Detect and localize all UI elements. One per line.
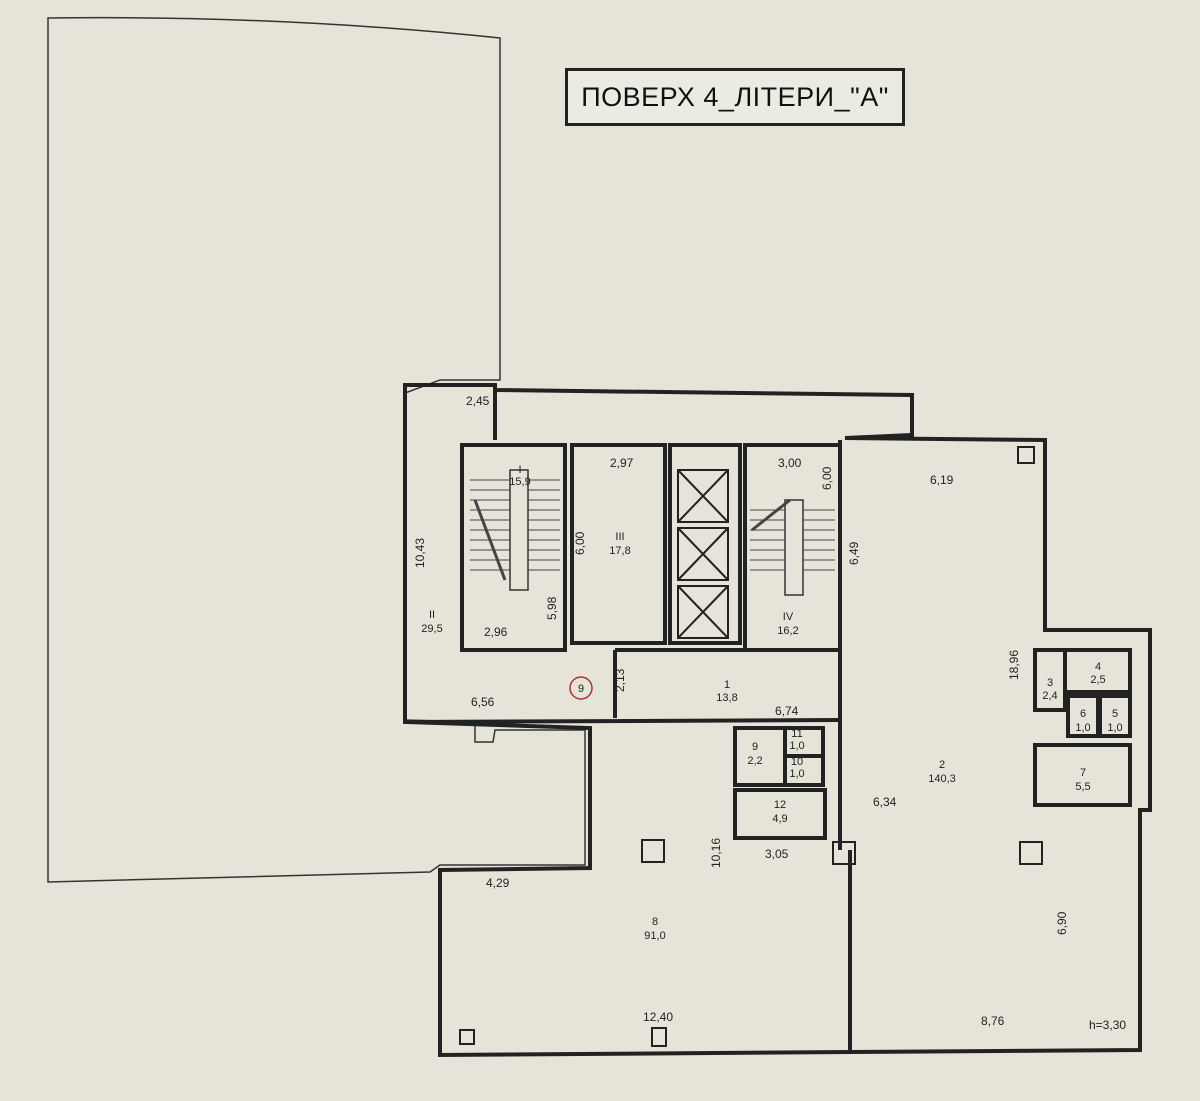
dimension: 10,43	[413, 538, 427, 568]
ceiling-height-label: h=3,30	[1089, 1018, 1126, 1032]
dimension: 2,45	[466, 394, 490, 408]
room-area: 4,9	[772, 813, 787, 825]
room-10	[783, 754, 825, 787]
stair-well	[784, 499, 804, 596]
room-id: 10	[791, 756, 803, 768]
room-id: 4	[1095, 661, 1101, 673]
dimension: 6,00	[820, 466, 834, 490]
room-id: 1	[724, 679, 730, 691]
room-III	[570, 443, 667, 645]
room-area: 29,5	[421, 623, 442, 635]
dimension: 5,98	[545, 596, 559, 620]
room-id: 6	[1080, 708, 1086, 720]
dimension: 2,97	[610, 456, 634, 470]
room-area: 17,8	[609, 545, 630, 557]
dimension: 6,00	[573, 531, 587, 555]
marker-label: 9	[578, 683, 584, 695]
room-area: 5,5	[1075, 781, 1090, 793]
floor-title: ПОВЕРХ 4_ЛІТЕРИ_"А"	[581, 81, 889, 112]
room-id: III	[615, 531, 624, 543]
dimension: 4,29	[486, 876, 510, 890]
marker-circle	[569, 676, 593, 700]
elevator-shaft	[668, 443, 742, 645]
room-id: 12	[774, 799, 786, 811]
columns	[459, 446, 1043, 1047]
dimension: 8,76	[981, 1014, 1005, 1028]
room-area: 140,3	[928, 773, 956, 785]
wall	[404, 718, 841, 724]
dimension: 6,90	[1055, 911, 1069, 935]
dimension: 2,96	[484, 625, 508, 639]
room-id: I	[518, 464, 521, 476]
room-area: 1,0	[789, 740, 804, 752]
dimension: 12,40	[643, 1010, 673, 1024]
stair-well	[509, 469, 529, 591]
room-id: 11	[791, 728, 802, 740]
room-area: 91,0	[644, 930, 665, 942]
exterior-walls	[403, 383, 1152, 1058]
room-id: 7	[1080, 767, 1086, 779]
room-area: 1,0	[1107, 722, 1122, 734]
dimension: 6,74	[775, 704, 799, 718]
room-area: 2,4	[1042, 690, 1057, 702]
room-id: 3	[1047, 677, 1053, 689]
room-id: 5	[1112, 708, 1118, 720]
room-id: II	[429, 609, 435, 621]
dimension: 6,49	[847, 541, 861, 565]
room-area: 13,8	[716, 692, 737, 704]
elevator-icon	[677, 469, 729, 639]
adjacent-building-outline	[47, 16, 586, 883]
dimension: 3,05	[765, 847, 789, 861]
dimension: 6,56	[471, 695, 495, 709]
floor-title-box: ПОВЕРХ 4_ЛІТЕРИ_"А"	[565, 68, 905, 126]
room-4	[1063, 648, 1132, 694]
room-area: 2,5	[1090, 674, 1105, 686]
dimension: 10,16	[709, 838, 723, 868]
room-labels: I 15,9 II 29,5 III 17,8 IV 16,2 1 13,8 2…	[421, 464, 1122, 942]
room-area: 1,0	[1075, 722, 1090, 734]
dimension: 18,96	[1007, 650, 1021, 680]
room-area: 16,2	[777, 625, 798, 637]
dimension-labels: 2,45 10,43 2,97 3,00 6,00 6,00 6,49 5,98…	[413, 394, 1069, 1028]
dimension: 3,00	[778, 456, 802, 470]
dimension: 6,34	[873, 795, 897, 809]
room-area: 15,9	[509, 476, 530, 488]
room-5	[1098, 694, 1132, 738]
room-id: 9	[752, 741, 758, 753]
staircase-IV	[743, 443, 842, 652]
room-12	[733, 788, 827, 840]
room-id: 2	[939, 759, 945, 771]
room-id: 8	[652, 916, 658, 928]
dimension: 6,19	[930, 473, 954, 487]
staircase-I	[460, 443, 567, 652]
room-area: 1,0	[789, 768, 804, 780]
stair-treads	[750, 498, 835, 571]
room-area: 2,2	[747, 755, 762, 767]
room-id: IV	[783, 611, 794, 623]
stair-treads	[470, 479, 560, 581]
dimension: 2,13	[613, 668, 627, 692]
room-7	[1033, 743, 1132, 807]
